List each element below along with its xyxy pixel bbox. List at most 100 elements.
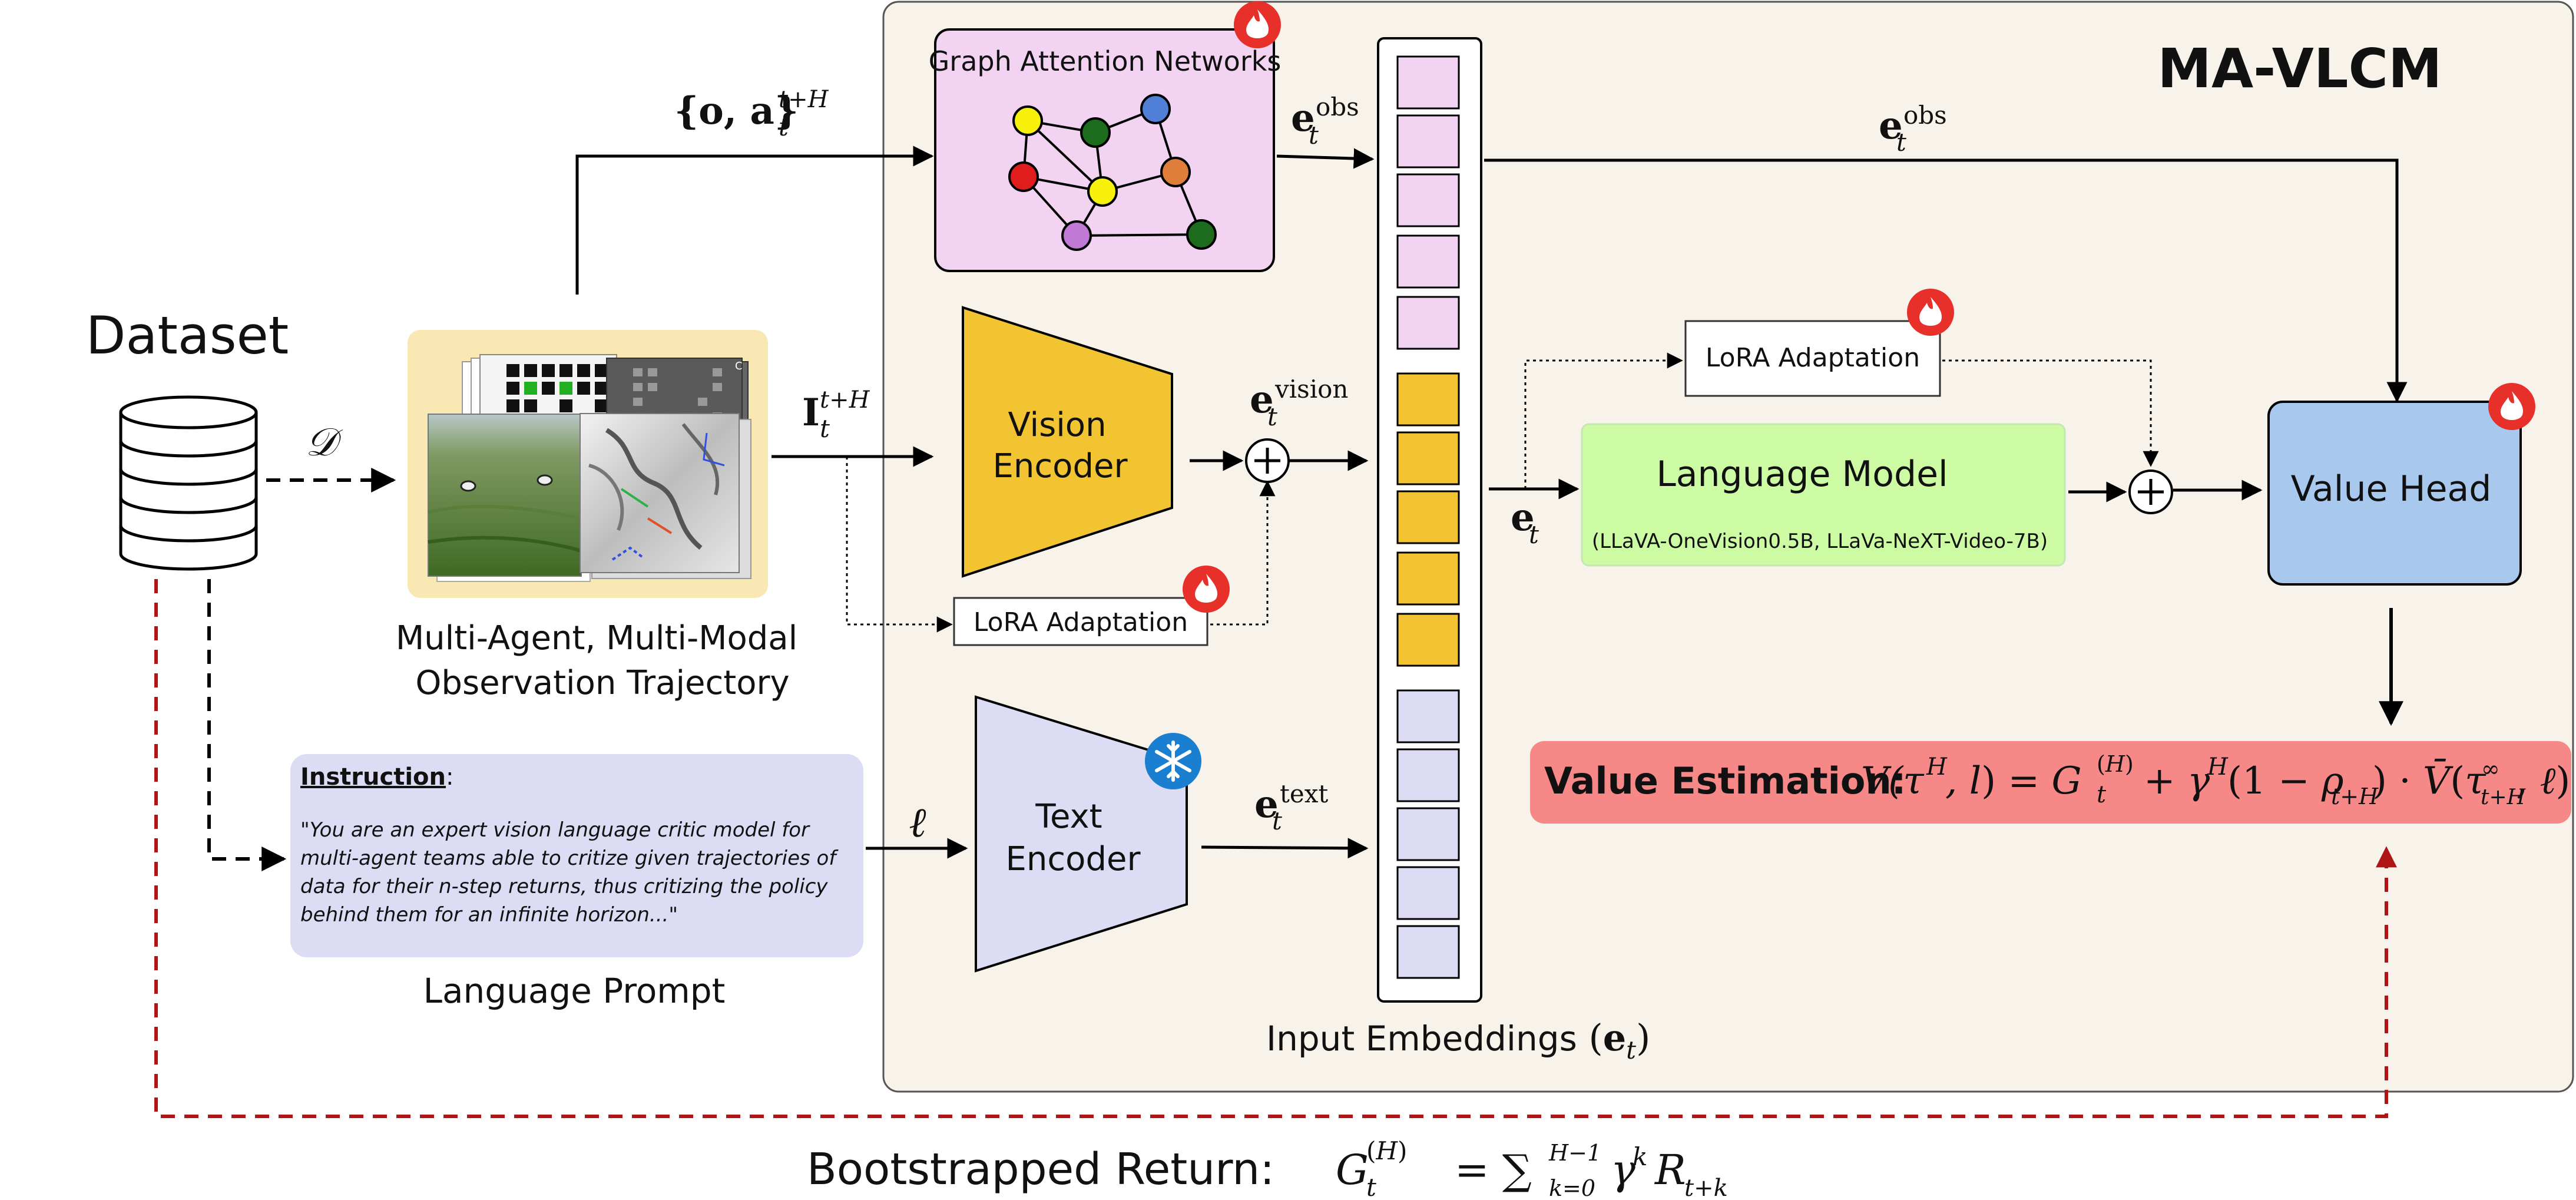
vision-lora-block [953, 597, 1208, 646]
language-model-label: Language Model [1656, 454, 1948, 495]
svg-text:∞: ∞ [2481, 756, 2500, 782]
flame-icon [1907, 289, 1954, 336]
lm-lora-to-plus [1942, 359, 2159, 467]
vision-lora-label: LoRA Adaptation [974, 607, 1188, 637]
svg-text:e: e [1291, 96, 1315, 140]
trajectory-to-gat-arrow [575, 146, 934, 295]
svg-text:k: k [1633, 1142, 1647, 1171]
instruction-line-3: data for their n-step returns, thus crit… [300, 875, 828, 898]
embedding-tokens [1396, 55, 1460, 979]
text-encoder-label-line1: Text [1035, 798, 1102, 836]
svg-text:+ γ: + γ [2144, 759, 2210, 803]
svg-text:H: H [2207, 753, 2229, 781]
gat-label: Graph Attention Networks [929, 45, 1282, 77]
plus-icon [1245, 438, 1290, 483]
value-head-label: Value Head [2291, 468, 2492, 510]
database-icon [119, 395, 258, 571]
svg-text:t+H: t+H [2481, 785, 2526, 809]
svg-text:C: C [735, 360, 743, 372]
svg-text:(1 − ρ: (1 − ρ [2227, 759, 2344, 803]
svg-text:t+H: t+H [779, 86, 829, 113]
e-obs-label-right: e t obs [1879, 101, 1947, 157]
svg-text:{o, a}: {o, a} [674, 89, 799, 133]
dataset-label: Dataset [86, 305, 289, 366]
svg-text:V(τ: V(τ [1861, 759, 1925, 803]
lm-lora-block [1684, 320, 1941, 397]
value-estimation-box [1530, 741, 2571, 824]
svg-text:t+H: t+H [2331, 784, 2379, 809]
bootstrap-arrow [154, 579, 2397, 1118]
svg-text:G: G [1336, 1146, 1369, 1194]
bootstrapped-return-formula: G t (H) = ∑ k=0 H−1 γ k R t+k [1336, 1136, 1728, 1200]
svg-text:t: t [1267, 402, 1277, 431]
svg-text:t: t [1896, 128, 1906, 157]
images-label: I t t+H [802, 386, 870, 443]
trajectory-frames: B C [428, 354, 751, 582]
text-encoder-to-embeddings-arrow [1201, 838, 1369, 859]
svg-text:, l) = G: , l) = G [1945, 759, 2082, 803]
instruction-line-4: behind them for an infinite horizon..." [300, 903, 678, 927]
text-encoder-label-line2: Encoder [1006, 840, 1141, 878]
trajectory-caption-line2: Observation Trajectory [415, 664, 789, 702]
snowflake-icon [1145, 733, 1201, 789]
svg-text:(H): (H) [1366, 1136, 1407, 1165]
svg-text:t: t [820, 414, 830, 443]
vision-encoder-label-line1: Vision [1008, 406, 1106, 444]
svg-text:t: t [1366, 1173, 1376, 1200]
svg-text:γ: γ [1611, 1146, 1635, 1194]
svg-text:e: e [1879, 104, 1903, 148]
dataset-to-prompt-arrow [207, 579, 287, 871]
svg-text:(H): (H) [2097, 751, 2134, 777]
value-estimation-formula: V(τ H , l) = G t (H) + γ H (1 − ρ t+H ) … [1861, 751, 2570, 809]
e-t-label: e t [1511, 495, 1539, 549]
obs-action-label: {o, a} t t+H [674, 86, 829, 141]
svg-text:= ∑: = ∑ [1455, 1146, 1532, 1194]
svg-text:obs: obs [1903, 101, 1947, 130]
vision-encoder-block [962, 306, 1173, 578]
svg-text:t: t [1272, 806, 1282, 835]
svg-text:R: R [1654, 1146, 1686, 1194]
trajectory-caption-line1: Multi-Agent, Multi-Modal [396, 619, 797, 657]
svg-text:I: I [802, 391, 820, 435]
svg-text:e: e [1250, 378, 1274, 422]
e-text-label: e t text [1254, 779, 1328, 835]
e-vision-label: e t vision [1250, 375, 1348, 431]
prompt-caption: Language Prompt [423, 971, 726, 1011]
svg-text:text: text [1280, 779, 1328, 808]
instruction-line-1: "You are an expert vision language criti… [300, 818, 810, 842]
svg-text:t+k: t+k [1684, 1175, 1728, 1200]
language-model-block [1581, 423, 2066, 567]
svg-text:vision: vision [1274, 375, 1348, 404]
flame-icon [2488, 383, 2535, 430]
panel-title: MA-VLCM [2157, 37, 2442, 100]
svg-text:t: t [1529, 520, 1539, 549]
graph-icon [1008, 94, 1217, 251]
instruction-box [290, 754, 863, 957]
gat-block [934, 28, 1275, 272]
language-model-variants: (LLaVA-OneVision0.5B, LLaVa-NeXT-Video-7… [1592, 530, 2048, 553]
svg-text:k=0: k=0 [1549, 1175, 1595, 1200]
instruction-line-2: multi-agent teams able to critize given … [300, 847, 839, 870]
svg-text:t: t [779, 113, 789, 141]
vision-encoder-label-line2: Encoder [993, 447, 1128, 485]
dataset-symbol: 𝒟 [306, 419, 343, 465]
svg-text:t: t [1309, 121, 1319, 150]
value-estimation-label: Value Estimation: [1544, 759, 1906, 802]
flame-icon [1183, 566, 1230, 613]
svg-text:H−1: H−1 [1548, 1140, 1601, 1166]
svg-text:obs: obs [1316, 92, 1359, 121]
value-head-block [2267, 401, 2522, 586]
svg-text:t: t [2097, 781, 2107, 808]
gat-to-embeddings-arrow [1276, 148, 1375, 169]
svg-text:e: e [1254, 782, 1279, 827]
instruction-heading: Instruction: [300, 763, 453, 791]
text-encoder-block [975, 695, 1188, 973]
svg-text:, ℓ): , ℓ) [2516, 759, 2570, 803]
bootstrapped-return-label: Bootstrapped Return: [807, 1144, 1274, 1195]
svg-text:e: e [1511, 495, 1535, 540]
ell-label: ℓ [909, 798, 926, 847]
flame-icon [1234, 1, 1281, 48]
plus-icon [2128, 470, 2173, 514]
svg-text:t+H: t+H [820, 386, 870, 414]
